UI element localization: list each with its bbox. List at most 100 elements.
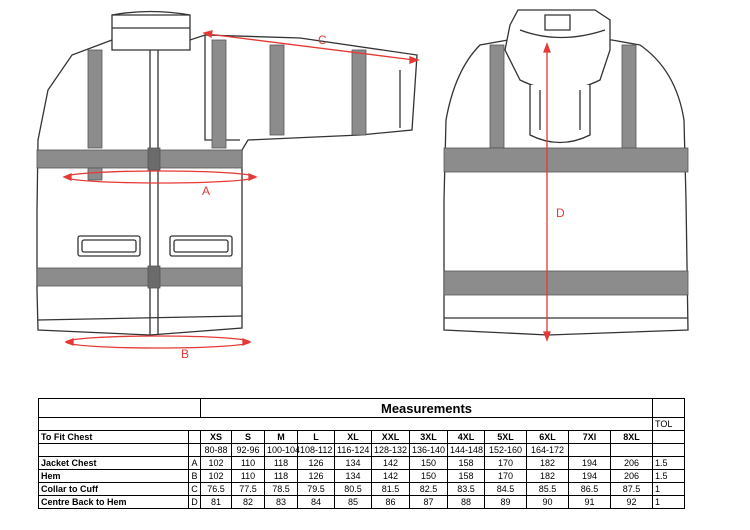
measurement-value: 85.5 [526, 482, 569, 496]
measurement-value: 134 [334, 456, 372, 470]
measurement-value: 78.5 [264, 482, 298, 496]
chest-range-cell: 164-172 [526, 443, 569, 457]
measure-b [64, 335, 252, 349]
measurement-value: 83.5 [447, 482, 485, 496]
measure-d-label: D [556, 206, 565, 220]
measurement-value: 86 [371, 495, 410, 509]
measurement-value: 102 [200, 469, 232, 483]
measurement-value: 142 [371, 469, 410, 483]
size-header: 6XL [526, 430, 569, 444]
measurement-value: 158 [447, 469, 485, 483]
measurement-value: 150 [409, 469, 448, 483]
measurement-letter: D [188, 495, 201, 509]
size-header: M [264, 430, 298, 444]
measurement-value: 91 [568, 495, 611, 509]
tol-label: TOL [652, 417, 686, 431]
chest-range-cell: 152-160 [484, 443, 527, 457]
measurement-value: 79.5 [297, 482, 335, 496]
measurement-value: 76.5 [200, 482, 232, 496]
measurement-value: 80.5 [334, 482, 372, 496]
size-header: 3XL [409, 430, 448, 444]
tol-row: TOL [37, 417, 686, 431]
size-header: S [231, 430, 265, 444]
back-reflective-tapes [443, 44, 689, 296]
table-title-row: Measurements [38, 398, 686, 418]
table-title: Measurements [199, 398, 654, 418]
measurement-value: 82 [231, 495, 265, 509]
measurement-value: 102 [200, 456, 232, 470]
measurement-label: Hem [38, 469, 189, 483]
measurement-value: 110 [231, 456, 265, 470]
measurement-letter: B [188, 469, 201, 483]
chest-range-cell: 108-112 [297, 443, 335, 457]
chest-range-cell [609, 443, 654, 457]
chest-range-cell: 92-96 [231, 443, 265, 457]
measurement-value: 89 [484, 495, 527, 509]
measurement-value: 126 [297, 469, 335, 483]
measurement-value: 182 [526, 456, 569, 470]
measurement-value: 90 [526, 495, 569, 509]
tolerance-value: 1 [652, 482, 686, 496]
measurement-value: 206 [609, 469, 654, 483]
measurement-value: 118 [264, 469, 298, 483]
measurement-value: 126 [297, 456, 335, 470]
chest-range-cell: 144-148 [447, 443, 485, 457]
measurement-value: 87 [409, 495, 448, 509]
jacket-front-view [36, 10, 418, 336]
measurement-value: 85 [334, 495, 372, 509]
size-header: 8XL [609, 430, 654, 444]
measurement-value: 194 [568, 469, 611, 483]
size-header: 7Xl [568, 430, 611, 444]
size-header: L [297, 430, 335, 444]
chest-range-cell: 128-132 [371, 443, 410, 457]
measure-c [202, 30, 420, 64]
tolerance-value: 1 [652, 495, 686, 509]
measurement-value: 88 [447, 495, 485, 509]
measurement-label: Jacket Chest [38, 456, 189, 470]
measurement-value: 182 [526, 469, 569, 483]
measurement-value: 170 [484, 469, 527, 483]
measure-c-label: C [318, 33, 327, 47]
measurement-value: 110 [231, 469, 265, 483]
chest-range-cell: 100-104 [264, 443, 300, 457]
measurement-label: Centre Back to Hem [38, 495, 189, 509]
chest-range-cell: 80-88 [200, 443, 232, 457]
measure-b-label: B [181, 347, 189, 361]
front-reflective-tapes [36, 39, 367, 289]
measurement-value: 170 [484, 456, 527, 470]
measurement-value: 84 [297, 495, 335, 509]
measurement-value: 150 [409, 456, 448, 470]
tolerance-value: 1.5 [652, 456, 686, 470]
measurement-value: 194 [568, 456, 611, 470]
measurement-value: 118 [264, 456, 298, 470]
measurement-value: 134 [334, 469, 372, 483]
measurement-label: Collar to Cuff [38, 482, 189, 496]
measurement-value: 81.5 [371, 482, 410, 496]
measurement-value: 158 [447, 456, 485, 470]
measure-d [543, 42, 551, 342]
chest-range-cell: 136-140 [409, 443, 448, 457]
tolerance-value: 1.5 [652, 469, 686, 483]
measurement-value: 87.5 [609, 482, 654, 496]
measure-a [62, 170, 258, 184]
measurement-value: 86.5 [568, 482, 611, 496]
measurement-letter: A [188, 456, 201, 470]
size-header: XL [334, 430, 372, 444]
measurement-value: 81 [200, 495, 232, 509]
measurement-value: 82.5 [409, 482, 448, 496]
measurement-value: 206 [609, 456, 654, 470]
measurement-value: 84.5 [484, 482, 527, 496]
size-header: 4XL [447, 430, 485, 444]
size-header: XXL [371, 430, 410, 444]
measure-a-label: A [202, 184, 210, 198]
jacket-illustration: A B C D [36, 9, 689, 361]
measurement-value: 77.5 [231, 482, 265, 496]
measurement-letter: C [188, 482, 201, 496]
